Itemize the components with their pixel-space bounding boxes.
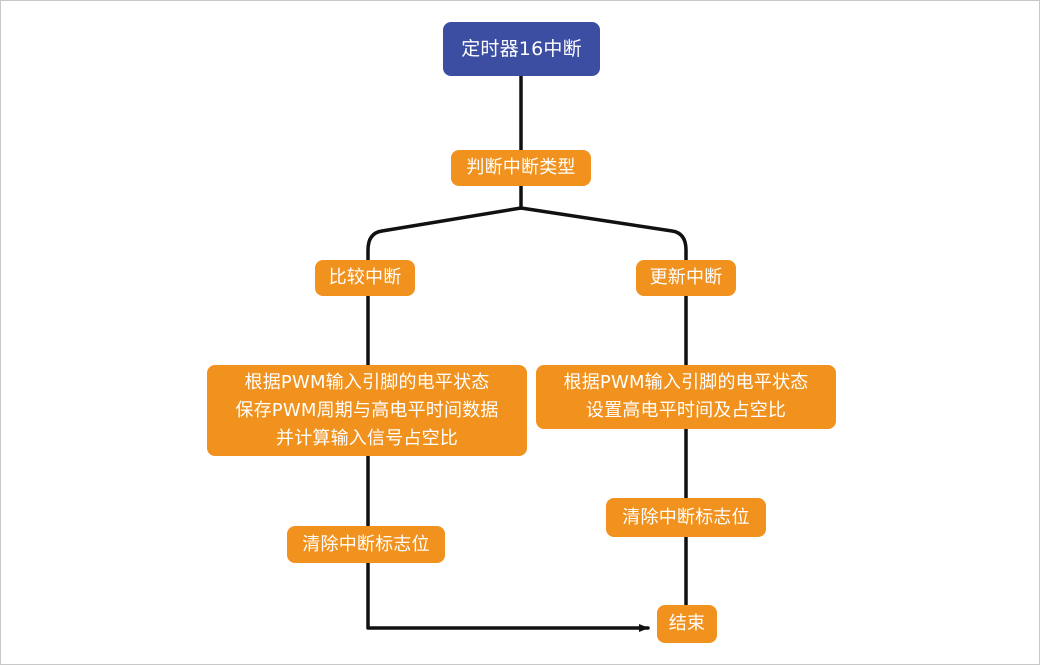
update-interrupt-node: 更新中断	[636, 260, 736, 296]
judge-interrupt-type-node: 判断中断类型	[451, 150, 591, 186]
line-left-clear-to-end	[366, 561, 650, 632]
update-process-node: 根据PWM输入引脚的电平状态 设置高电平时间及占空比	[536, 365, 836, 429]
right-clear-flag-node: 清除中断标志位	[606, 498, 766, 537]
left-clear-flag-node: 清除中断标志位	[287, 526, 445, 563]
start-node: 定时器16中断	[443, 22, 600, 76]
compare-interrupt-node: 比较中断	[315, 260, 415, 296]
compare-process-node: 根据PWM输入引脚的电平状态 保存PWM周期与高电平时间数据 并计算输入信号占空…	[207, 365, 527, 456]
end-node: 结束	[657, 605, 717, 643]
line-split-right	[519, 206, 688, 262]
line-split-left	[366, 206, 523, 262]
